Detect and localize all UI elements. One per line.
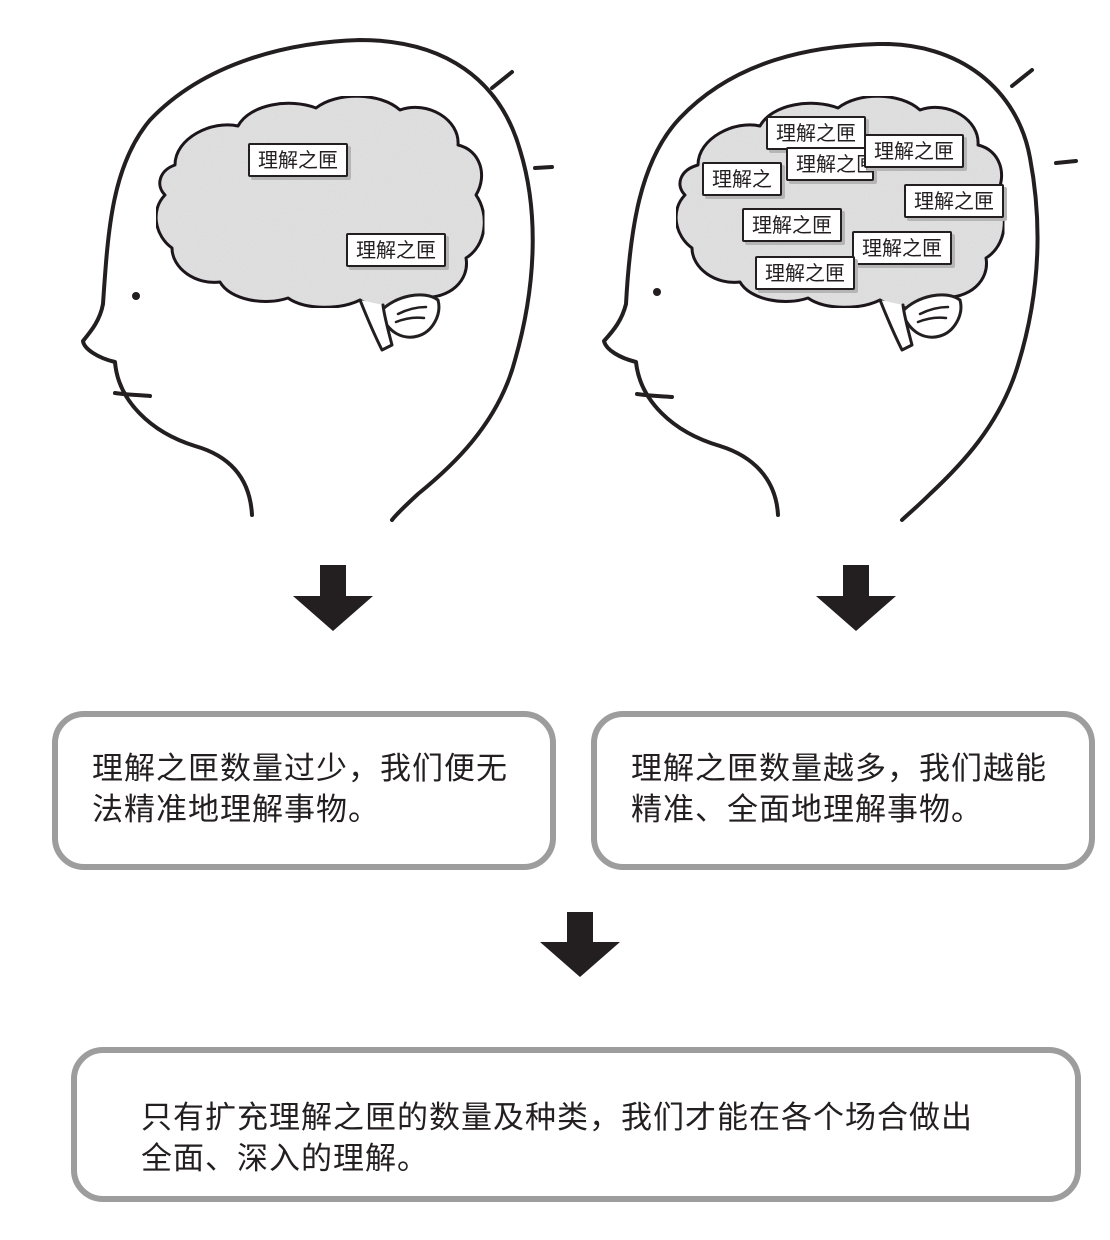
right-motion-line-2 [1054, 159, 1078, 165]
box-left: 理解之匣数量过少，我们便无法精准地理解事物。 [52, 711, 556, 870]
left-motion-line-1 [490, 70, 514, 90]
right-motion-line-1 [1010, 68, 1034, 88]
right-eye [653, 288, 661, 296]
right-tag-7: 理解之匣 [852, 231, 952, 265]
box-left-text: 理解之匣数量过少，我们便无法精准地理解事物。 [92, 751, 508, 828]
right-cerebellum [900, 293, 963, 339]
box-bottom: 只有扩充理解之匣的数量及种类，我们才能在各个场合做出全面、深入的理解。 [71, 1047, 1081, 1202]
left-brain [154, 94, 486, 310]
box-bottom-text: 只有扩充理解之匣的数量及种类，我们才能在各个场合做出全面、深入的理解。 [141, 1100, 973, 1177]
left-brainstem [358, 298, 394, 352]
right-tag-6: 理解之匣 [742, 208, 842, 242]
right-tag-2: 理解之匣 [786, 147, 874, 181]
left-eye [132, 292, 140, 300]
box-right-text: 理解之匣数量越多，我们越能精准、全面地理解事物。 [631, 751, 1047, 828]
left-tag-1: 理解之匣 [248, 143, 348, 177]
right-tag-4: 理解之 [702, 162, 782, 196]
left-head-outline [81, 38, 535, 522]
right-head-outline [602, 41, 1040, 522]
right-brainstem [878, 298, 914, 352]
left-mouth [113, 391, 152, 398]
left-motion-line-2 [533, 165, 554, 170]
arrow-down-center [540, 912, 620, 977]
right-mouth [635, 392, 674, 399]
arrow-down-right [816, 565, 896, 631]
left-cerebellum-fold-1 [396, 305, 428, 316]
right-tag-5: 理解之匣 [904, 184, 1004, 218]
right-cerebellum-fold-2 [916, 316, 948, 324]
right-tag-8: 理解之匣 [755, 256, 855, 290]
left-tag-2: 理解之匣 [346, 233, 446, 267]
arrow-down-left [293, 565, 373, 631]
left-cerebellum [378, 293, 441, 339]
left-head [81, 38, 554, 522]
right-tag-1: 理解之匣 [766, 116, 866, 150]
right-tag-3: 理解之匣 [864, 134, 964, 168]
left-cerebellum-fold-2 [394, 316, 426, 324]
right-cerebellum-fold-1 [918, 305, 950, 316]
box-right: 理解之匣数量越多，我们越能精准、全面地理解事物。 [591, 711, 1095, 870]
